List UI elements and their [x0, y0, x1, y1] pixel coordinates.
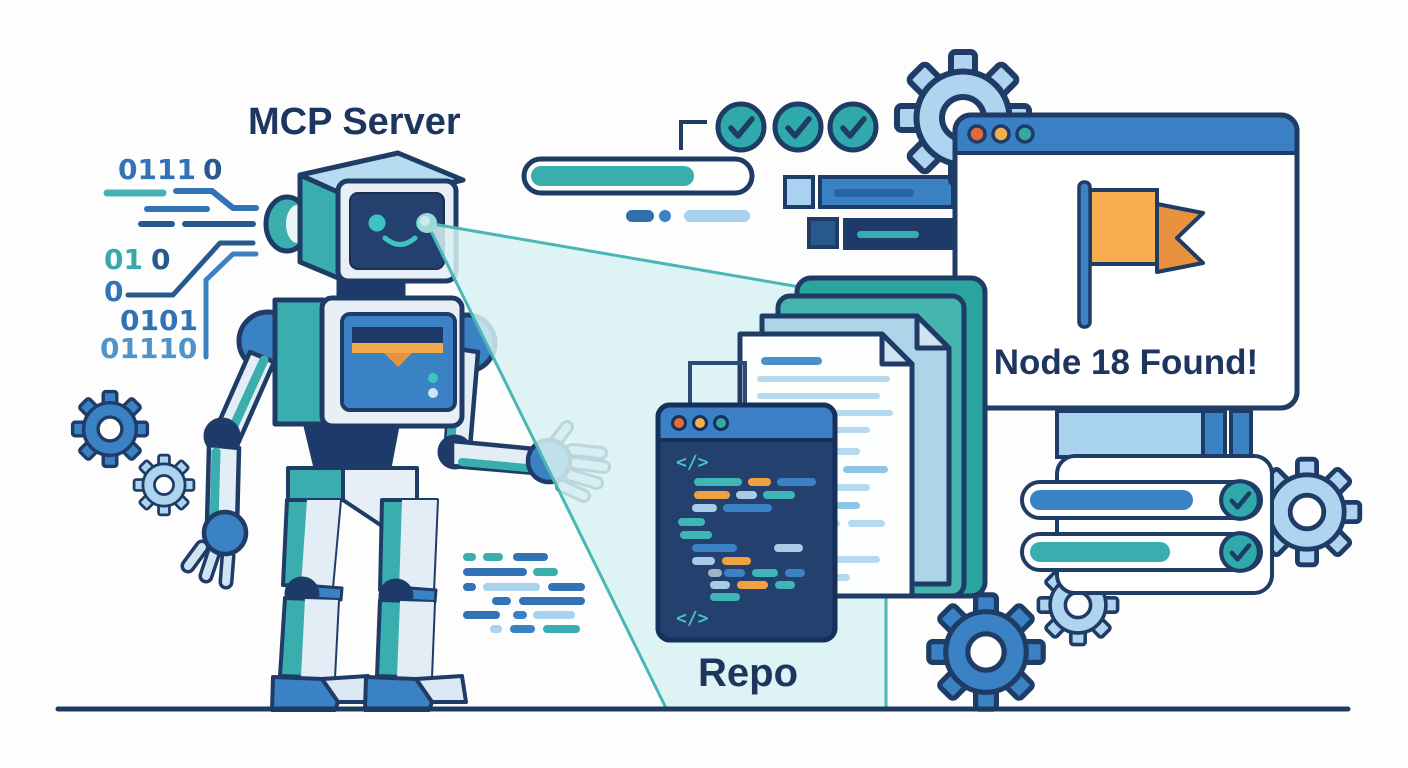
binary-text: 0 [151, 243, 170, 276]
code-glyph-bottom: </> [676, 608, 709, 629]
code-editor-window: </> </> [655, 402, 838, 643]
banner-strips [1055, 409, 1253, 459]
checklist-row-fill [1030, 542, 1170, 562]
robot-torso [272, 295, 465, 429]
check-icon [830, 104, 876, 150]
robot-hand-left [180, 509, 249, 590]
checklist-card [1020, 454, 1274, 595]
result-text: Node 18 Found! [994, 343, 1258, 382]
robot-leg-left [270, 498, 374, 712]
binary-text: 0 [104, 275, 123, 308]
robot-head [297, 150, 466, 291]
binary-text: 0101 [120, 304, 198, 337]
progress-bar-fill [531, 166, 694, 186]
check-icon [1221, 481, 1259, 519]
gear-icon [70, 389, 150, 469]
binary-text: 0 [203, 153, 222, 186]
code-lines [678, 478, 816, 601]
check-icon [775, 104, 821, 150]
window-control-dot-yellow [991, 124, 1011, 144]
result-window: Node 18 Found! [952, 112, 1300, 411]
checklist-row-fill [1030, 490, 1193, 510]
binary-circuit-decoration: 0111 0 01 0 0 0101 01110 [100, 153, 259, 365]
check-icon [1221, 533, 1259, 571]
code-dash-decoration [463, 553, 585, 633]
gear-icon [132, 453, 196, 517]
window-control-dot-yellow [692, 415, 708, 431]
connector-line [679, 120, 707, 150]
binary-text: 01110 [100, 332, 197, 365]
window-control-dot-green [713, 415, 729, 431]
window-control-dot-red [671, 415, 687, 431]
binary-text: 0111 [118, 153, 196, 186]
mcp-server-label: MCP Server [248, 101, 461, 143]
code-glyph-top: </> [676, 452, 709, 473]
mcp-robot [180, 150, 611, 712]
binary-text: 01 [104, 243, 143, 276]
list-bullet-square [783, 175, 815, 209]
robot-smile [382, 235, 418, 247]
flag-icon [1077, 180, 1205, 329]
repo-label: Repo [698, 651, 798, 695]
window-control-dot-green [1015, 124, 1035, 144]
robot-eye-left [368, 214, 386, 232]
list-bullet-square [807, 217, 839, 249]
robot-leg-right [363, 498, 468, 712]
scan-progress-group [521, 104, 955, 250]
check-icon [718, 104, 764, 150]
gear-icon [929, 595, 1043, 709]
window-control-dot-red [967, 124, 987, 144]
